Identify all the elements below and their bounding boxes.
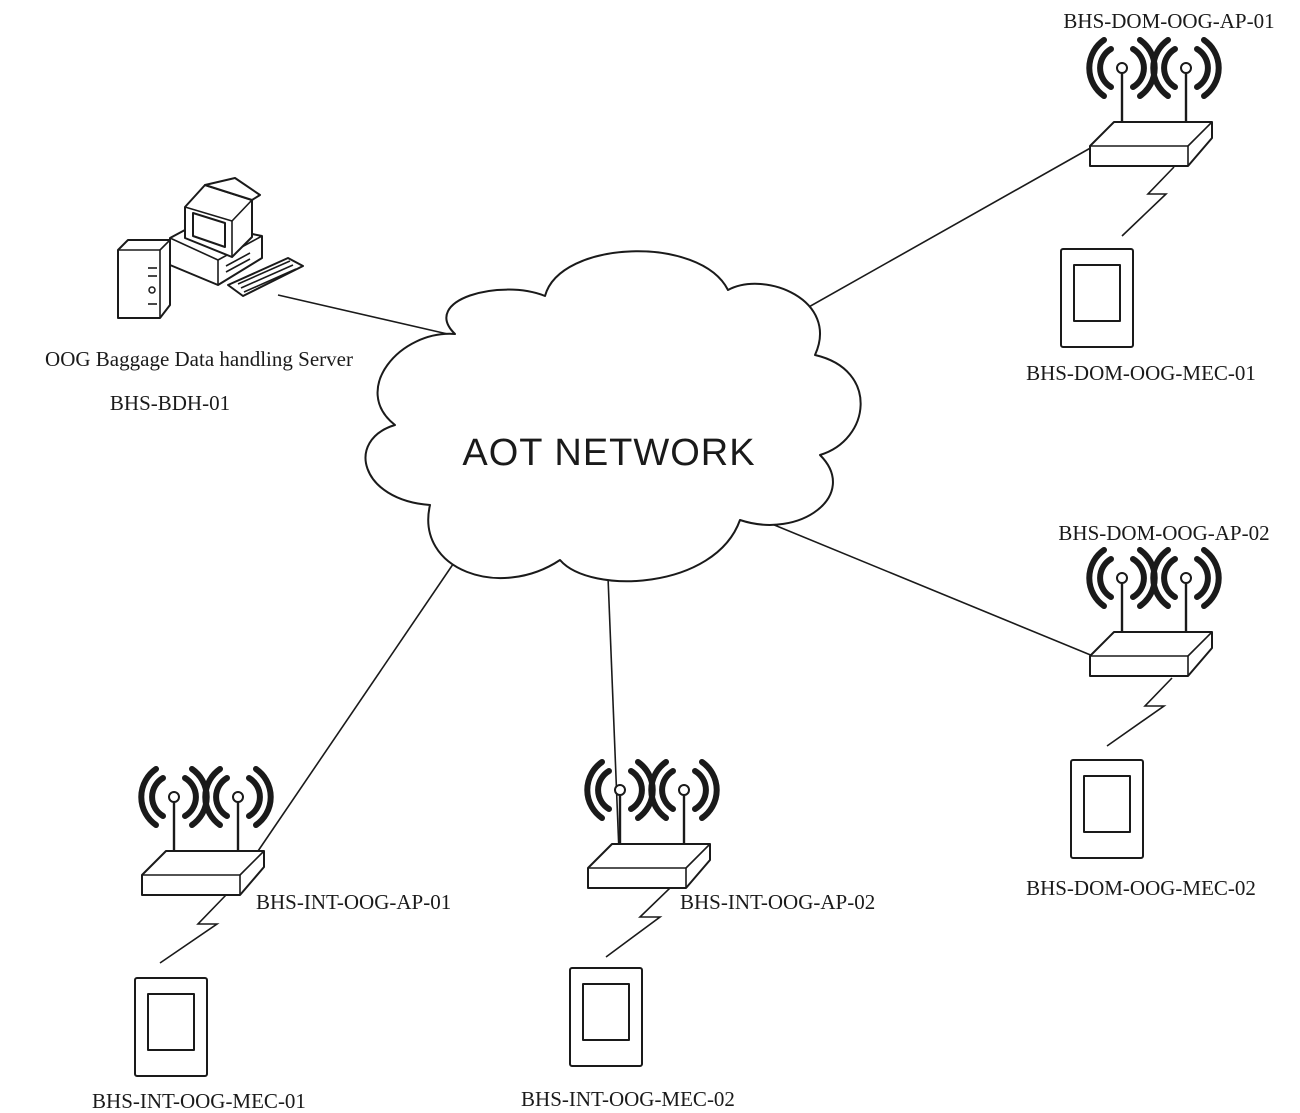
network-label: AOT NETWORK xyxy=(462,432,755,474)
tablet-device-icon xyxy=(1060,248,1134,348)
link-network-ap-int-01 xyxy=(255,522,482,855)
tablet-device-icon xyxy=(1070,759,1144,859)
wireless-link-icon xyxy=(159,894,227,964)
wireless-router-icon xyxy=(587,762,716,888)
link-server-network xyxy=(277,294,453,336)
ap-dom-02-label: BHS-DOM-OOG-AP-02 xyxy=(1058,521,1269,545)
ap-int-01-label: BHS-INT-OOG-AP-01 xyxy=(256,890,451,914)
link-network-ap-int-02 xyxy=(606,551,620,853)
wireless-link-icon xyxy=(605,887,671,958)
wireless-router-icon xyxy=(1089,40,1218,166)
server-description: OOG Baggage Data handling Server xyxy=(45,347,353,371)
mec-dom-01-label: BHS-DOM-OOG-MEC-01 xyxy=(1026,361,1256,385)
wireless-link-icon xyxy=(1121,166,1175,237)
wireless-link-icon xyxy=(1106,677,1173,747)
link-network-ap-dom-01 xyxy=(767,145,1095,331)
mec-int-01-label: BHS-INT-OOG-MEC-01 xyxy=(92,1089,306,1113)
server-workstation-icon xyxy=(117,177,304,319)
tablet-device-icon xyxy=(569,967,643,1067)
ap-int-02-label: BHS-INT-OOG-AP-02 xyxy=(680,890,875,914)
server-id: BHS-BDH-01 xyxy=(110,391,230,415)
wireless-router-icon xyxy=(141,769,270,895)
ap-dom-01-label: BHS-DOM-OOG-AP-01 xyxy=(1063,9,1274,33)
link-network-ap-dom-02 xyxy=(766,521,1094,657)
aot-network-cloud: AOT NETWORK xyxy=(364,250,862,583)
mec-int-02-label: BHS-INT-OOG-MEC-02 xyxy=(521,1087,735,1111)
wireless-router-icon xyxy=(1089,550,1218,676)
tablet-device-icon xyxy=(134,977,208,1077)
mec-dom-02-label: BHS-DOM-OOG-MEC-02 xyxy=(1026,876,1256,900)
